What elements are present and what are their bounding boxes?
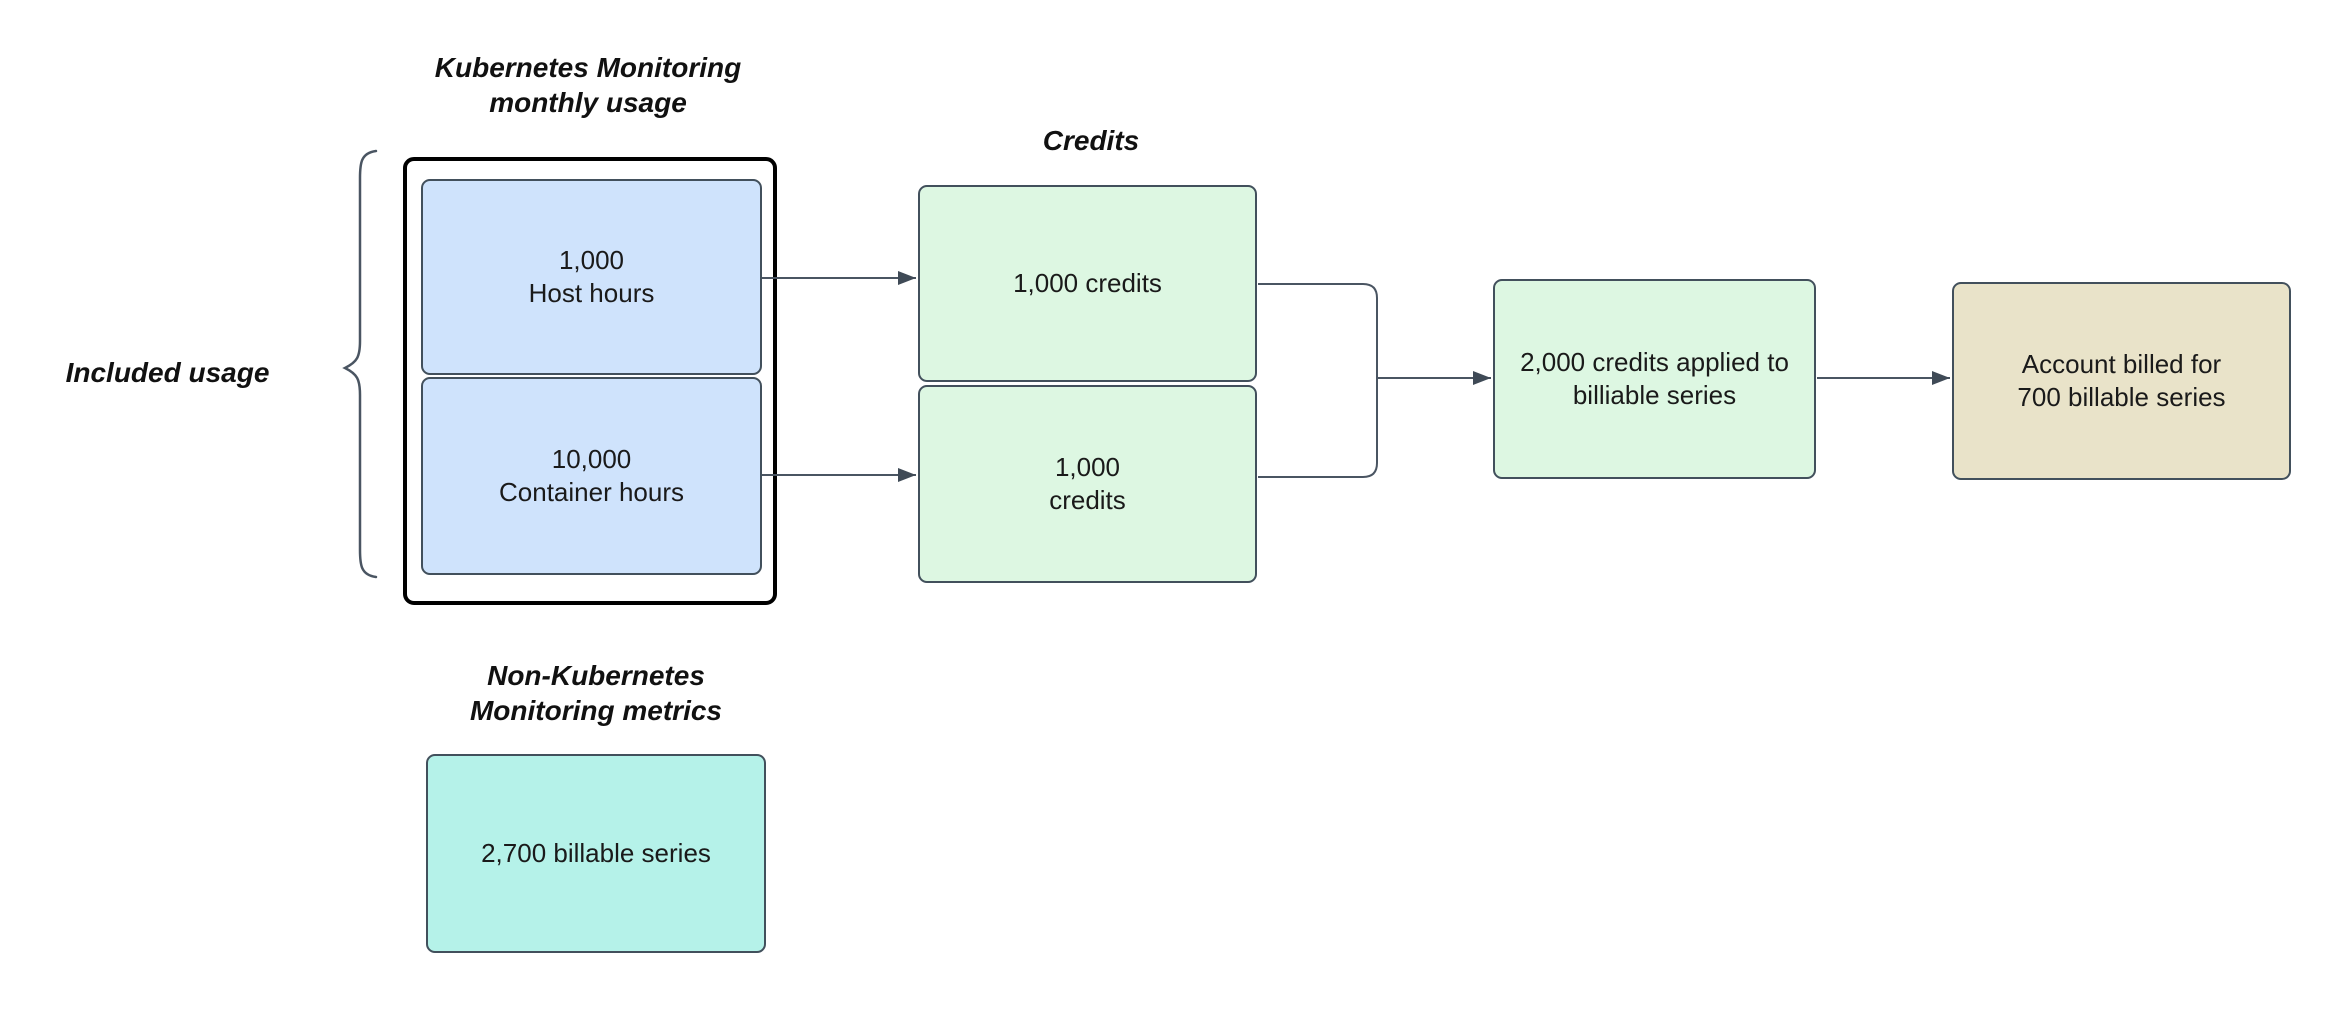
node-account-billed: Account billed for 700 billable series	[1952, 282, 2291, 480]
node-container-hours: 10,000 Container hours	[421, 377, 762, 575]
node-host-hours: 1,000 Host hours	[421, 179, 762, 375]
kubernetes-monitoring-title: Kubernetes Monitoring monthly usage	[434, 52, 742, 118]
node-host-credits: 1,000 credits	[918, 185, 1257, 382]
merge-bracket-credits	[1258, 283, 1378, 478]
node-container-credits: 1,000 credits	[918, 385, 1257, 583]
node-credits-applied: 2,000 credits applied to billiable serie…	[1493, 279, 1816, 479]
included-usage-label: Included usage	[65, 357, 270, 388]
node-non-kubernetes-billable-series: 2,700 billable series	[426, 754, 766, 953]
non-kubernetes-title: Non-Kubernetes Monitoring metrics	[469, 660, 722, 726]
included-usage-brace	[342, 149, 378, 579]
credits-title: Credits	[1042, 125, 1140, 156]
